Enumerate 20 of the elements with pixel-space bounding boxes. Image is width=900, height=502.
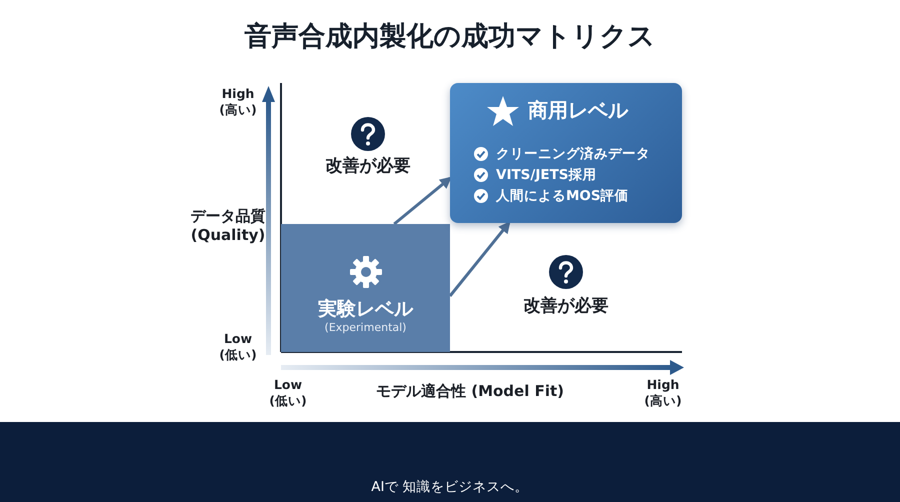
quadrant-label: 改善が必要 [522, 296, 610, 318]
axis-label: Low (低い) [218, 331, 258, 362]
title: 音声合成内製化の成功マトリクス [244, 20, 656, 54]
box-title: 商用レベル [528, 97, 628, 124]
list-item: クリーニング済みデータ [496, 145, 650, 163]
box-title: 実験レベル [317, 297, 414, 322]
list-item: 人間によるMOS評価 [496, 187, 629, 205]
list-item: VITS/JETS採用 [496, 166, 597, 184]
box-subtitle: (Experimental) [324, 321, 408, 334]
arrow [393, 176, 452, 226]
axis-label: High (高い) [218, 86, 258, 118]
quadrant-box [281, 224, 450, 352]
axis-label: Low (低い) [268, 377, 308, 408]
axis-title: データ品質 (Quality) [190, 207, 266, 244]
axis-title: モデル適合性 (Model Fit) [375, 382, 565, 401]
tagline: AIで 知識をビジネスへ。 [370, 479, 530, 496]
highlight-box [450, 83, 682, 223]
arrow [448, 221, 510, 297]
quadrant-label: 改善が必要 [324, 156, 412, 178]
axis-label: High (高い) [643, 377, 683, 408]
